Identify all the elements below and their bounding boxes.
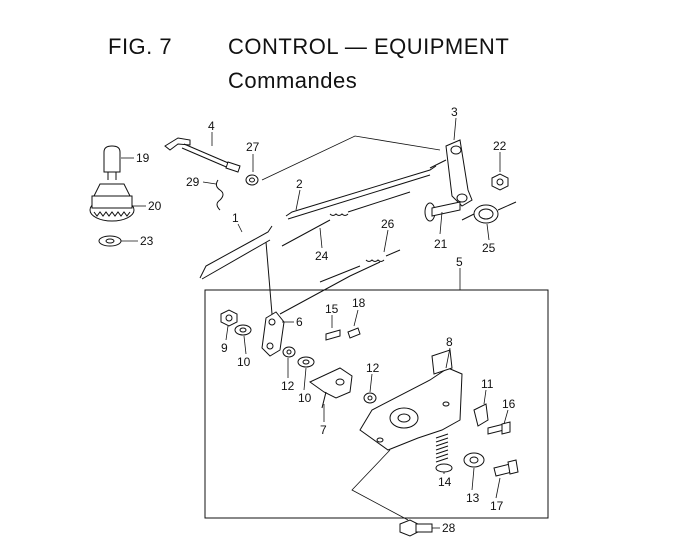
screw-18 — [347, 327, 361, 339]
callout-25: 25 — [482, 241, 496, 255]
callout-11: 11 — [481, 377, 494, 391]
callout-12-center: 12 — [366, 361, 380, 375]
callout-6: 6 — [296, 315, 303, 329]
callout-29: 29 — [186, 175, 200, 189]
callout-2: 2 — [296, 177, 303, 191]
spring-rod-24 — [281, 191, 411, 247]
callout-27: 27 — [246, 140, 260, 154]
lever-rod-4 — [164, 137, 241, 173]
callout-19: 19 — [136, 151, 150, 165]
base-plate-8 — [359, 349, 463, 451]
callout-10-left: 10 — [237, 355, 251, 369]
callout-9: 9 — [221, 341, 228, 355]
lever-3 — [429, 139, 473, 207]
callout-12-left: 12 — [281, 379, 295, 393]
spring-rod-26 — [319, 249, 401, 283]
callout-5: 5 — [456, 255, 463, 269]
rod-1 — [199, 225, 273, 279]
gear-20 — [89, 183, 135, 222]
spring-clip-29 — [215, 179, 224, 211]
callout-18: 18 — [352, 296, 366, 310]
callout-21: 21 — [434, 237, 448, 251]
clip-11 — [473, 403, 489, 427]
callout-3: 3 — [451, 105, 458, 119]
callout-10-center: 10 — [298, 391, 312, 405]
callout-14: 14 — [438, 475, 452, 489]
bolt-15 — [325, 329, 341, 341]
knob-19 — [103, 145, 121, 180]
bracket-7 — [309, 367, 353, 409]
control-rod-2 — [285, 165, 437, 217]
callout-1: 1 — [232, 211, 239, 225]
figure-title: CONTROL — EQUIPMENT — [228, 34, 510, 59]
callout-26: 26 — [381, 217, 395, 231]
figure-subtitle: Commandes — [228, 68, 358, 93]
figure-number: FIG. 7 — [108, 34, 173, 59]
callout-28: 28 — [442, 521, 456, 535]
spring-25 — [461, 201, 517, 224]
cap-13 — [463, 452, 485, 468]
spring-14 — [435, 433, 449, 463]
assembly-frame — [204, 289, 549, 519]
callout-8: 8 — [446, 335, 453, 349]
callout-4: 4 — [208, 119, 215, 133]
callout-20: 20 — [148, 199, 162, 213]
lever-6 — [261, 311, 285, 357]
bolt-28 — [399, 519, 433, 537]
bolt-16 — [487, 421, 511, 435]
callout-13: 13 — [466, 491, 480, 505]
callout-23: 23 — [140, 234, 154, 248]
callout-17: 17 — [490, 499, 504, 513]
callout-24: 24 — [315, 249, 329, 263]
bolt-21 — [424, 201, 461, 222]
callout-labels: 19 20 23 4 27 29 2 1 3 22 21 25 24 26 5 … — [136, 105, 516, 535]
callout-leaders — [121, 117, 509, 529]
callout-22: 22 — [493, 139, 507, 153]
callout-7: 7 — [320, 423, 327, 437]
bolt-17 — [493, 459, 519, 477]
callout-16: 16 — [502, 397, 516, 411]
callout-15: 15 — [325, 302, 339, 316]
